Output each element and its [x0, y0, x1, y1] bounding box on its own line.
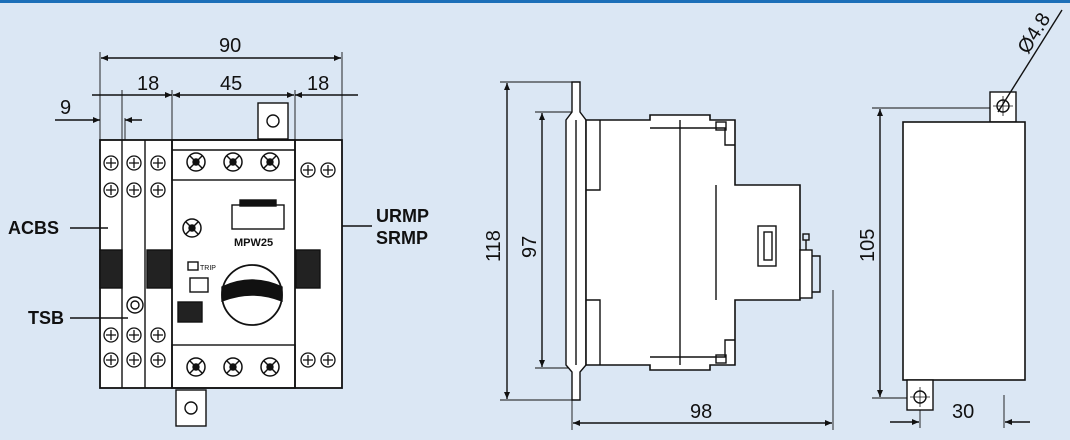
dim-98-label: 98 — [690, 401, 712, 423]
dim-18-right-label: 18 — [307, 73, 329, 95]
front-extension-lines — [99, 52, 343, 140]
dim-97-label: 97 — [519, 236, 541, 258]
srmp-label: SRMP — [376, 228, 428, 248]
dim-30-label: 30 — [952, 401, 974, 423]
dim-18-left-label: 18 — [137, 73, 159, 95]
diameter-leader — [997, 9, 1063, 113]
tsb-label: TSB — [28, 308, 64, 328]
dim-45-label: 45 — [220, 73, 242, 95]
front-view — [55, 52, 372, 427]
dim-90-label: 90 — [219, 35, 241, 57]
trip-label: TRIP — [200, 265, 216, 272]
urmp-label: URMP — [376, 206, 429, 226]
dim-118-label: 118 — [483, 230, 505, 262]
back-view — [872, 9, 1063, 428]
side-view — [500, 81, 834, 430]
dim-diameter-label: Ø4.8 — [1014, 9, 1056, 57]
device-model-label: MPW25 — [234, 237, 273, 249]
dim-9-label: 9 — [60, 97, 71, 119]
dim-105-label: 105 — [857, 229, 879, 262]
acbs-label: ACBS — [8, 218, 59, 238]
